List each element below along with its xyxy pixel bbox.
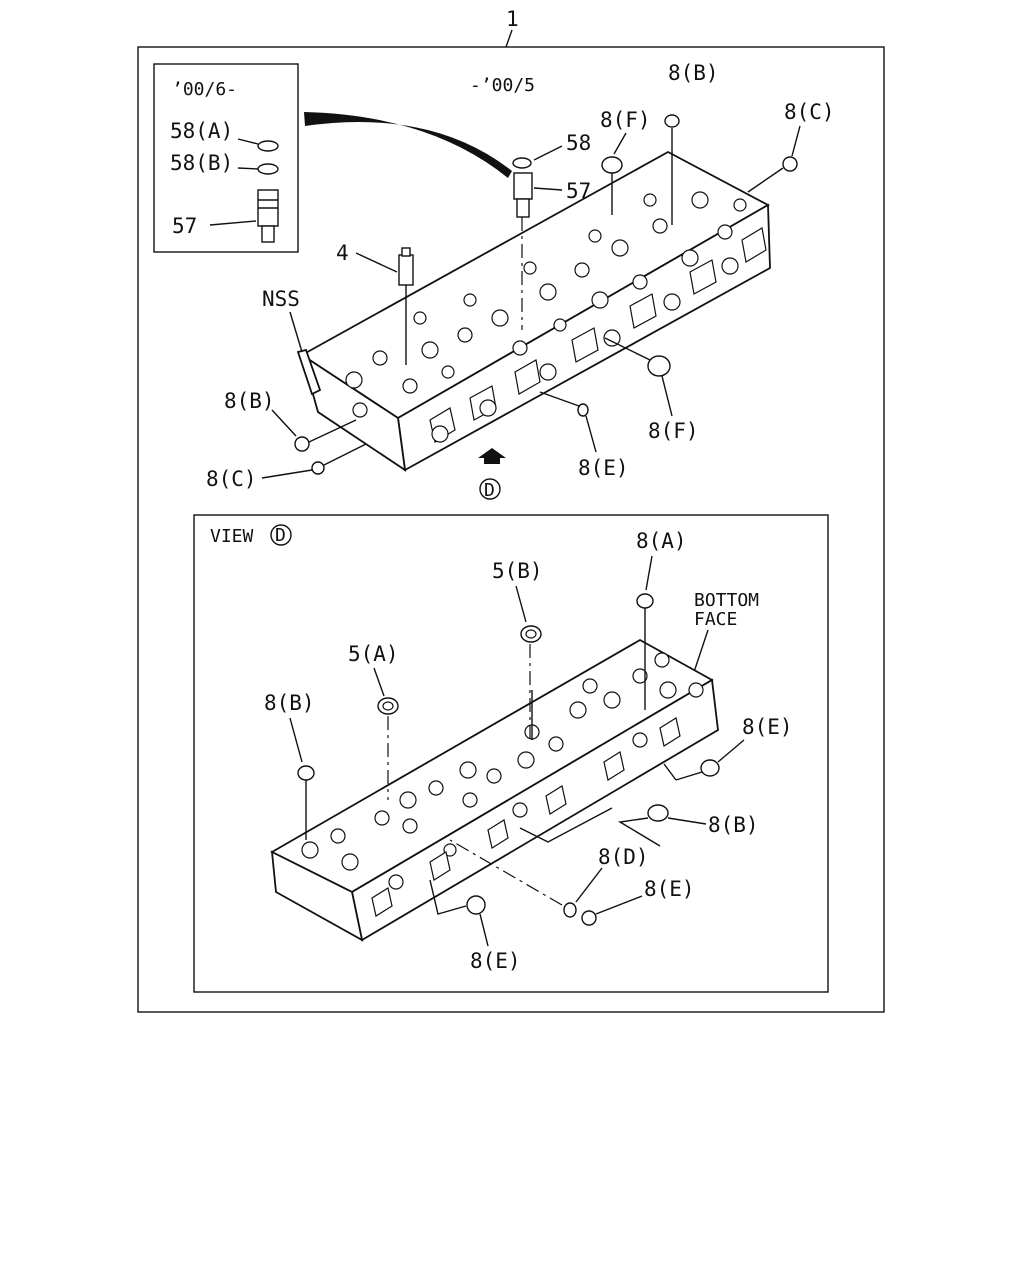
label-8e-bottom: 8(E): [470, 949, 521, 973]
label-nss: NSS: [262, 287, 300, 311]
view-title-d: D: [275, 525, 286, 546]
inset-label-57: 57: [172, 214, 197, 238]
top-date: -’00/5: [470, 75, 535, 96]
label-8b-top: 8(B): [668, 61, 719, 85]
plug-8e-right: [700, 759, 720, 777]
view-title: VIEW: [210, 526, 254, 547]
label-8c-left: 8(C): [206, 467, 257, 491]
view-marker-d-circle: [479, 478, 501, 500]
view-marker-d: D: [484, 480, 495, 501]
plug-8b-left: [294, 436, 310, 452]
plug-8e-mid: [581, 910, 597, 926]
view-arrow: [478, 448, 506, 464]
bottom-face-line1: BOTTOM: [694, 590, 759, 611]
label-8f-right: 8(F): [648, 419, 699, 443]
washer-58: [512, 157, 532, 169]
cylinder-head-top: [296, 150, 771, 472]
plug-8c-top: [782, 156, 798, 172]
label-8b-bottom-left: 8(B): [264, 691, 315, 715]
plug-8b-right: [647, 804, 669, 822]
main-frame: [137, 46, 885, 1013]
label-8d: 8(D): [598, 845, 649, 869]
inset-box: ’00/6- 58(A) 58(B) 57: [153, 63, 299, 253]
label-58: 58: [566, 131, 591, 155]
plug-8e-bottom: [466, 895, 486, 915]
inset-date: ’00/6-: [172, 79, 237, 100]
label-8b-right: 8(B): [708, 813, 759, 837]
label-8f-top: 8(F): [600, 108, 651, 132]
inset-label-58b: 58(B): [170, 151, 233, 175]
sleeve-57-inset: [257, 189, 279, 243]
plug-8f-top: [601, 156, 623, 174]
plug-8b-bottom-left: [297, 765, 315, 781]
label-5b: 5(B): [492, 559, 543, 583]
label-8b-left: 8(B): [224, 389, 275, 413]
label-4: 4: [336, 241, 349, 265]
o-ring-58b: [257, 163, 279, 175]
inset-label-58a: 58(A): [170, 119, 233, 143]
plug-8b-top: [664, 114, 680, 128]
reference-arrow: [304, 112, 512, 178]
callout-1: 1: [506, 7, 519, 31]
label-8e-top: 8(E): [578, 456, 629, 480]
label-8a: 8(A): [636, 529, 687, 553]
label-8e-right: 8(E): [742, 715, 793, 739]
label-5a: 5(A): [348, 642, 399, 666]
label-8e-mid: 8(E): [644, 877, 695, 901]
label-8c-top: 8(C): [784, 100, 835, 124]
sleeve-57: [513, 172, 533, 218]
o-ring-58a: [257, 140, 279, 152]
plug-8c-left: [311, 461, 325, 475]
plug-8e-top: [577, 403, 589, 417]
dowel-4: [398, 247, 414, 286]
plug-8d: [563, 902, 577, 918]
cylinder-head-bottom: [270, 638, 719, 942]
view-box: [193, 514, 829, 993]
plug-8f-right: [647, 355, 671, 377]
view-title-d-circle: [270, 524, 292, 546]
plug-8a: [636, 593, 654, 609]
label-57: 57: [566, 179, 591, 203]
bottom-face-line2: FACE: [694, 609, 737, 630]
